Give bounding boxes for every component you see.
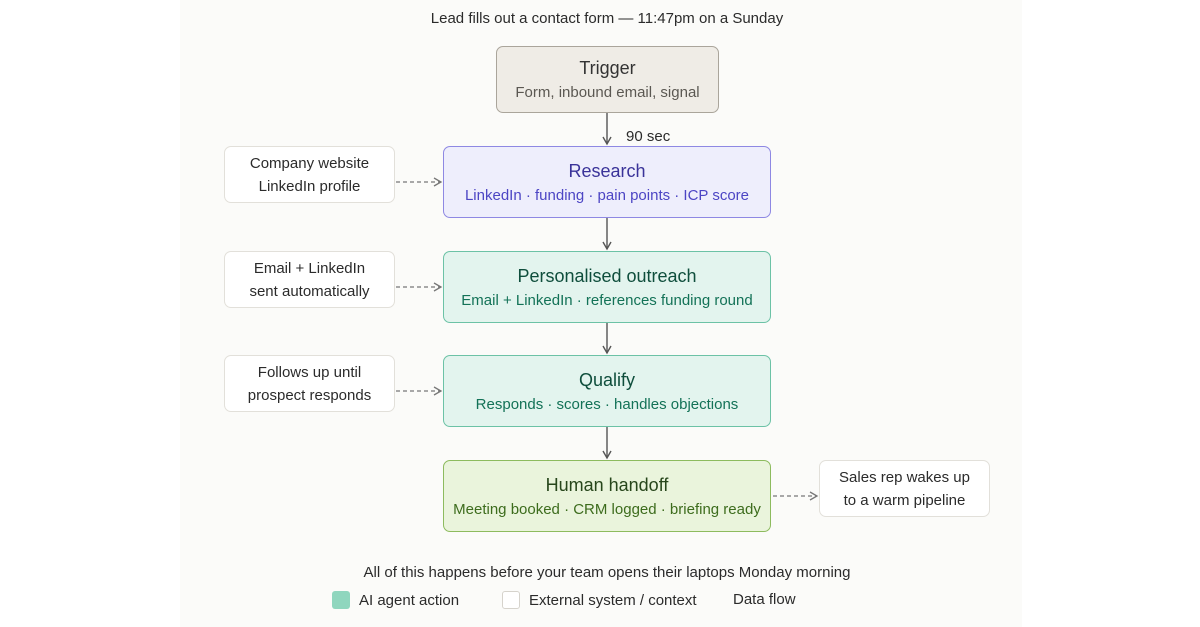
legend-external-swatch [502,591,520,609]
legend-external: External system / context [502,591,697,609]
node-trigger: Trigger Form, inbound email, signal [496,46,719,113]
edge-label-90-sec: 90 sec [626,128,671,145]
side-note-handoff-line-1: Sales rep wakes up [839,468,970,486]
node-qualify-title: Qualify [578,369,636,390]
node-research: Research LinkedIn · funding · pain point… [443,146,771,218]
node-handoff: Human handoff Meeting booked · CRM logge… [443,460,771,532]
node-outreach-subtitle: Email + LinkedIn · references funding ro… [461,291,753,309]
side-note-research: Company website LinkedIn profile [224,146,395,203]
legend-external-label: External system / context [529,591,697,609]
legend-agent-swatch [332,591,350,609]
legend-agent-action: AI agent action [332,591,459,609]
side-note-qualify-line-1: Follows up until [257,363,362,381]
node-trigger-title: Trigger [579,58,636,78]
node-research-title: Research [568,160,646,181]
side-note-outreach-line-2: sent automatically [249,282,370,300]
side-note-handoff-line-2: to a warm pipeline [843,491,966,509]
legend-data-flow: Data flow [733,591,796,608]
side-note-qualify-line-2: prospect responds [247,386,372,404]
side-note-research-line-1: Company website [249,154,370,172]
side-note-outreach-line-1: Email + LinkedIn [253,259,366,277]
side-note-research-line-2: LinkedIn profile [258,177,361,195]
legend-agent-label: AI agent action [359,591,460,609]
node-outreach-title: Personalised outreach [517,265,697,286]
node-qualify: Qualify Responds · scores · handles obje… [443,355,771,427]
node-trigger-subtitle: Form, inbound email, signal [515,84,700,101]
node-handoff-title: Human handoff [545,474,669,495]
footer-caption: All of this happens before your team ope… [363,564,851,581]
side-note-qualify: Follows up until prospect responds [224,355,395,412]
node-research-subtitle: LinkedIn · funding · pain points · ICP s… [464,186,750,204]
node-qualify-subtitle: Responds · scores · handles objections [475,395,739,413]
side-note-handoff: Sales rep wakes up to a warm pipeline [819,460,990,517]
legend-data-flow-label: Data flow [733,591,796,608]
node-outreach: Personalised outreach Email + LinkedIn ·… [443,251,771,323]
node-handoff-subtitle: Meeting booked · CRM logged · briefing r… [453,500,761,518]
side-note-outreach: Email + LinkedIn sent automatically [224,251,395,308]
header-caption: Lead fills out a contact form — 11:47pm … [430,10,784,27]
